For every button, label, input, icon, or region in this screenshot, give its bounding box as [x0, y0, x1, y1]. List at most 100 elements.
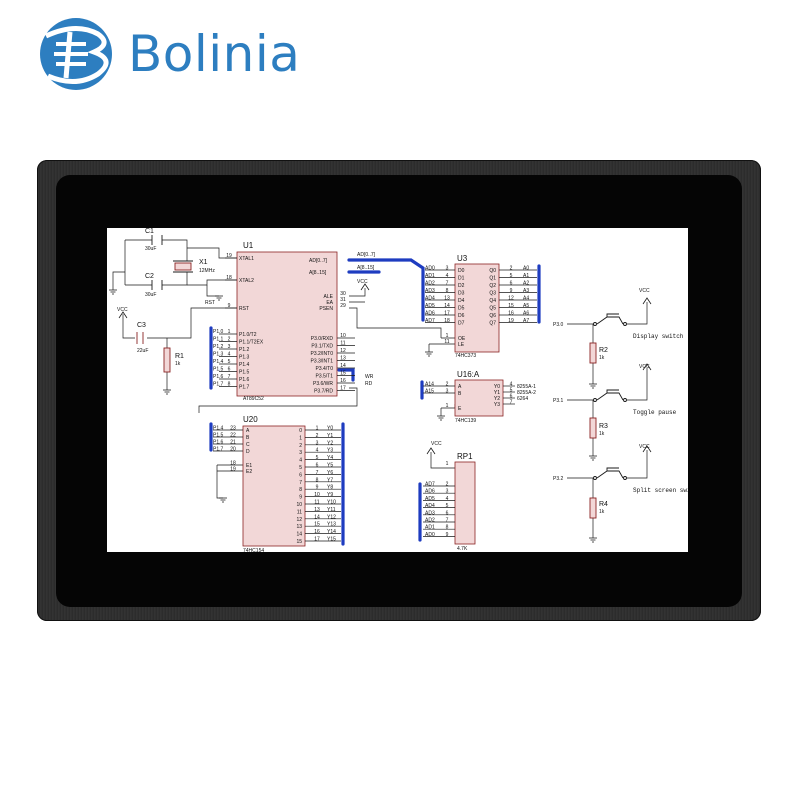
- u1-p1-name: P1.1/T2EX: [239, 340, 264, 346]
- u3-input-name: D7: [458, 321, 465, 327]
- u3-output-net: A2: [523, 281, 529, 287]
- u1-p3-num: 10: [340, 333, 346, 339]
- u3-input-name: D5: [458, 306, 465, 312]
- c1-value: 30uF: [145, 246, 156, 252]
- u20-output-num: 15: [314, 522, 320, 528]
- u3-input-num: 3: [446, 266, 449, 272]
- u3-output-name: Q4: [489, 298, 496, 304]
- u3-input-name: D1: [458, 276, 465, 282]
- u1-p1-name: P1.0/T2: [239, 332, 257, 338]
- u20-output-net: Y8: [327, 485, 333, 491]
- u3-chip: [454, 263, 500, 353]
- u3-oe-num: 1: [446, 333, 449, 339]
- u1-a-bus-label: A[8..15]: [357, 265, 375, 271]
- u20-enable-num: 18: [230, 461, 236, 467]
- u20-output-num: 7: [316, 470, 319, 476]
- u3-input-name: D6: [458, 313, 465, 319]
- u3-output-net: A6: [523, 311, 529, 317]
- u3-oe-name: OE: [458, 336, 466, 342]
- u3-output-num: 15: [508, 303, 514, 309]
- u20-output-name: 5: [299, 465, 302, 471]
- u20-input-net: P1.6: [213, 440, 224, 446]
- u1-p1-net: P1.2: [213, 344, 224, 350]
- u20-input-net: P1.4: [213, 426, 224, 432]
- rp1-pin-num: 4: [446, 496, 449, 502]
- u3-input-num: 4: [446, 273, 449, 279]
- u3-output-net: A1: [523, 273, 529, 279]
- u1-p3-name: P3.7/RD: [314, 389, 333, 395]
- switch-label: Display switch: [633, 333, 684, 340]
- u1-pin-num: 9: [228, 303, 231, 309]
- u20-output-net: Y5: [327, 463, 333, 469]
- u1-p3-num: 11: [340, 341, 345, 347]
- rp1-pin-num: 6: [446, 510, 449, 516]
- u1-p3-num: 13: [340, 356, 346, 362]
- u20-output-net: Y13: [327, 522, 336, 528]
- u3-output-name: Q7: [489, 321, 496, 327]
- u20-input-name: D: [246, 449, 250, 455]
- u16-output-net: 8255A-1: [517, 384, 536, 390]
- u20-output-num: 9: [316, 485, 319, 491]
- switch-label: Toggle pause: [633, 409, 677, 416]
- circuit-schematic: C130uFC230uFX112MHzC322uFR11kVCCRSTU1AT8…: [109, 228, 688, 552]
- schematic-wires: [112, 239, 648, 538]
- u20-output-net: Y4: [327, 455, 333, 461]
- u3-input-net: AD1: [425, 273, 435, 279]
- u16-output-net: 8255A-2: [517, 390, 536, 396]
- u20-input-num: 21: [230, 440, 236, 446]
- u16-output-num: 4: [510, 382, 513, 388]
- u20-output-name: 2: [299, 443, 302, 449]
- u20-output-name: 7: [299, 480, 302, 486]
- u16-output-name: Y1: [494, 390, 500, 396]
- switch-vcc-label: VCC: [639, 364, 650, 370]
- u20-input-net: P1.7: [213, 447, 224, 453]
- u3-ref: U3: [457, 254, 468, 263]
- u20-output-net: Y14: [327, 529, 336, 535]
- u3-output-net: A7: [523, 318, 529, 324]
- u20-output-net: Y11: [327, 507, 336, 513]
- u20-part: 74HC154: [243, 548, 264, 552]
- u3-le-name: LE: [458, 342, 465, 348]
- u1-p1-num: 6: [228, 367, 231, 373]
- u16-ref: U16:A: [457, 370, 480, 379]
- u3-output-name: Q1: [489, 276, 496, 282]
- u1-p3-num: 17: [340, 386, 346, 392]
- vcc-label-c3: VCC: [117, 307, 128, 313]
- x1-value: 12MHz: [199, 268, 215, 274]
- u16-output-net: 6264: [517, 396, 528, 402]
- u20-output-num: 6: [316, 463, 319, 469]
- u20-output-name: 8: [299, 487, 302, 493]
- u1-ref: U1: [243, 241, 254, 250]
- u3-input-name: D0: [458, 268, 465, 274]
- u1-pin-name: RST: [239, 306, 249, 312]
- u3-output-name: Q0: [489, 268, 496, 274]
- u20-output-name: 14: [296, 532, 302, 538]
- u1-p3-num: 14: [340, 363, 346, 369]
- x1-ref: X1: [199, 259, 208, 266]
- u20-output-num: 11: [314, 500, 319, 506]
- vcc-label-ea: VCC: [357, 279, 368, 285]
- u20-output-name: 1: [299, 435, 302, 441]
- u20-output-num: 10: [314, 492, 320, 498]
- passives: [136, 235, 627, 519]
- u1-ctrl-name: PSEN: [319, 306, 333, 312]
- u1-a-pin: A[8..15]: [309, 270, 327, 276]
- u1-p1-num: 5: [228, 359, 231, 365]
- u1-p1-num: 7: [228, 374, 231, 380]
- u20-output-name: 10: [296, 502, 302, 508]
- switch-vcc-label: VCC: [639, 288, 650, 294]
- u20-output-num: 13: [314, 507, 320, 513]
- vcc-label-rp1: VCC: [431, 441, 442, 447]
- c3-ref: C3: [137, 322, 146, 329]
- u3-output-net: A0: [523, 266, 529, 272]
- u3-input-name: D4: [458, 298, 465, 304]
- u20-enable-name: E2: [246, 469, 252, 475]
- u1-p1-net: P1.7: [213, 382, 224, 388]
- rp1-pin-num: 3: [446, 489, 449, 495]
- u20-enable-num: 19: [230, 467, 236, 473]
- u16-input-num: 2: [446, 382, 449, 388]
- u3-input-num: 7: [446, 281, 449, 287]
- rp1-pin-num: 7: [446, 518, 449, 524]
- u16-output-name: Y0: [494, 384, 500, 390]
